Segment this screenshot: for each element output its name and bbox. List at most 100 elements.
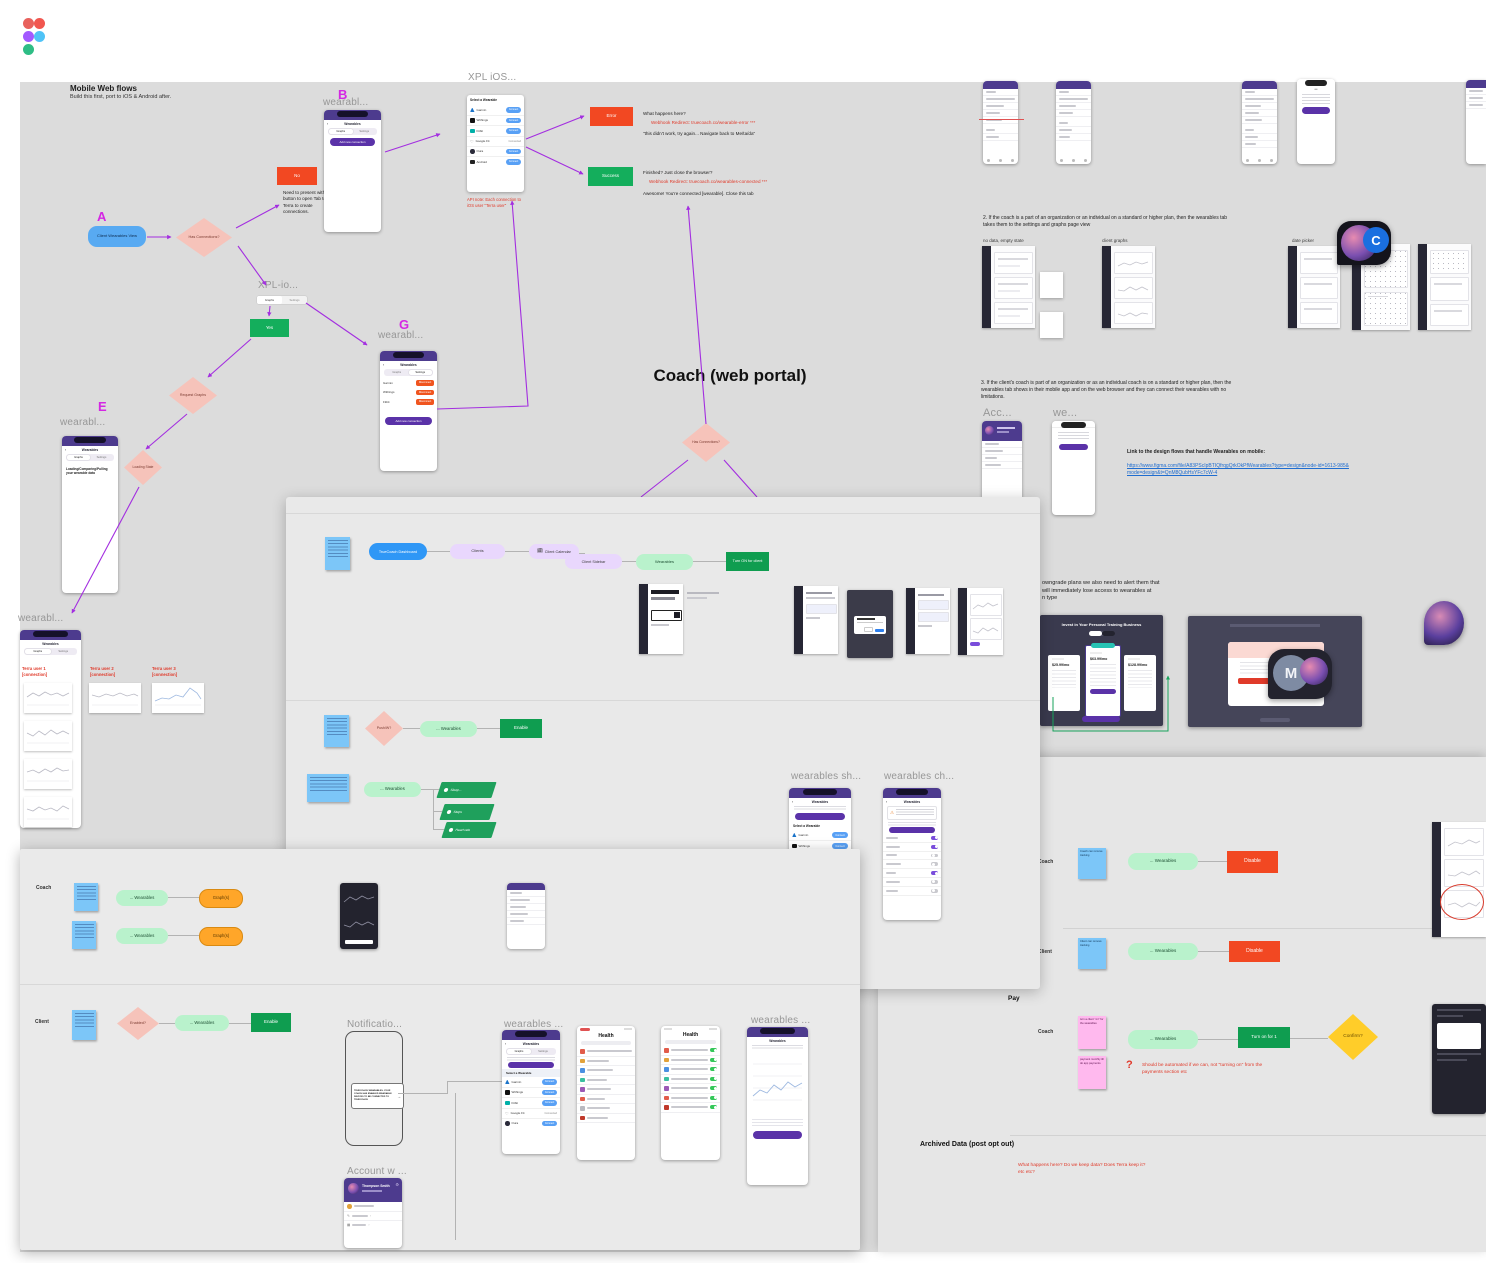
tab-graphs[interactable]: Graphs [507, 1049, 531, 1054]
toggle-on[interactable] [710, 1076, 717, 1081]
disconnect-button[interactable]: Disconnect [416, 380, 434, 386]
tab-settings[interactable]: Settings [289, 298, 300, 302]
billing-toggle[interactable] [1088, 631, 1115, 636]
node-wearables[interactable]: ... Wearables [175, 1015, 229, 1031]
toggle-off[interactable] [931, 853, 938, 858]
node-wearables[interactable]: ... Wearables [116, 928, 168, 944]
node-wearables[interactable]: ... Wearables [364, 782, 421, 797]
back-icon[interactable]: ‹ [383, 363, 385, 367]
node-wearables[interactable]: ... Wearables [116, 890, 168, 906]
tab-settings[interactable]: Settings [96, 456, 107, 459]
figma-link[interactable]: https://www.figma.com/file/A83PScIpBTIQf… [1127, 463, 1349, 476]
sticky-note[interactable] [307, 774, 349, 802]
view-graphs-button[interactable] [753, 1131, 802, 1139]
node-graphs[interactable]: Graph(s) [199, 927, 243, 946]
connect-button[interactable]: Connect [506, 117, 521, 123]
back-icon[interactable]: ‹ [65, 448, 67, 452]
node-wearables[interactable]: ... Wearables [1128, 1030, 1198, 1049]
add-connection-button[interactable]: Add new connection [330, 138, 375, 146]
tab-settings[interactable]: Settings [538, 1050, 548, 1053]
node-success[interactable]: Success [588, 167, 633, 186]
toggle-on[interactable] [931, 844, 938, 849]
disconnect-button[interactable]: Disconnect [416, 389, 434, 395]
phone-tabs[interactable]: Graphs Settings [384, 369, 433, 376]
node-wearables[interactable]: ... Wearables [420, 721, 477, 737]
cta-button[interactable] [1059, 444, 1088, 450]
toggle-on[interactable] [710, 1086, 717, 1091]
tab-settings[interactable]: Settings [359, 130, 370, 133]
node-clients[interactable]: Clients [450, 544, 505, 559]
tab-graphs[interactable]: Graphs [257, 296, 282, 304]
toggle-on[interactable] [710, 1048, 717, 1053]
connect-button[interactable]: Connect [542, 1089, 557, 1095]
modal-danger-button[interactable] [1238, 678, 1282, 684]
decision-enabled[interactable]: Enabled? [117, 1007, 159, 1040]
toggle-off[interactable] [931, 862, 938, 867]
tab-graphs[interactable]: Graphs [329, 129, 353, 134]
sticky-coach-remove[interactable]: Coach can remove tracking [1078, 848, 1106, 879]
node-client-sidebar[interactable]: Client Sidebar [565, 554, 622, 569]
choose-plan-button[interactable] [1090, 689, 1116, 694]
toggle-sleep[interactable]: Sleep... [436, 782, 497, 798]
node-wearables[interactable]: Wearables [636, 554, 693, 570]
sync-button[interactable] [508, 1062, 554, 1068]
phone-tabs[interactable]: Graphs Settings [328, 128, 377, 135]
toggle-off[interactable] [931, 879, 938, 884]
sticky-note[interactable] [72, 1010, 96, 1040]
sticky-note[interactable] [74, 883, 98, 911]
toggle-on[interactable] [710, 1067, 717, 1072]
toggle-on[interactable] [931, 871, 938, 875]
node-enable[interactable]: Enable [500, 719, 542, 738]
toggle-steps[interactable]: Steps [439, 804, 495, 820]
xplio-tabbar[interactable]: Graphs Settings [257, 296, 307, 304]
tab-settings[interactable]: Settings [58, 650, 69, 653]
node-yes[interactable]: Yes [250, 319, 289, 337]
node-disable-client[interactable]: Disable [1229, 941, 1280, 962]
connect-button[interactable]: Connect [506, 159, 521, 165]
toggle-off[interactable] [931, 888, 938, 893]
phone-tabs[interactable]: Graphs Settings [24, 648, 77, 655]
node-turn-on-for-client[interactable]: Turn ON for client [726, 552, 769, 571]
toggle-on[interactable] [931, 836, 938, 840]
node-wearables[interactable]: ... Wearables [1128, 853, 1198, 870]
tab-graphs[interactable]: Graphs [25, 649, 51, 654]
tab-graphs[interactable]: Graphs [392, 371, 402, 374]
sticky-note[interactable] [72, 921, 96, 949]
back-icon[interactable]: ‹ [792, 800, 794, 804]
node-no[interactable]: No [277, 167, 317, 185]
node-enable[interactable]: Enable [251, 1013, 291, 1032]
decision-confirm[interactable]: Confirm? [1328, 1014, 1378, 1060]
connect-button[interactable]: Connect [506, 148, 521, 154]
back-icon[interactable]: ‹ [327, 122, 329, 126]
connect-button[interactable]: Connect [832, 843, 848, 849]
decision-push[interactable]: Push/W? [365, 711, 403, 746]
sticky-note[interactable] [324, 715, 349, 747]
node-graphs[interactable]: Graph(s) [199, 889, 243, 908]
connect-button[interactable]: Connect [542, 1079, 557, 1085]
sync-button[interactable] [795, 813, 845, 820]
node-disable-coach[interactable]: Disable [1227, 851, 1278, 873]
sticky-note[interactable] [325, 537, 350, 570]
toggle-on[interactable] [710, 1105, 717, 1110]
sticky-payment[interactable]: payment monthly till do app payments [1078, 1056, 1106, 1089]
phone-tabs[interactable]: Graphs Settings [66, 454, 114, 461]
tab-graphs[interactable]: Graphs [67, 455, 90, 460]
add-connection-button[interactable]: Add new connection [385, 416, 432, 425]
node-client-wearables-view[interactable]: Client Wearables View [88, 226, 146, 247]
figma-logo-icon[interactable] [23, 18, 49, 58]
connect-button[interactable]: Connect [542, 1100, 557, 1106]
sticky-turn-on[interactable]: turn a client "on" for the wearables [1078, 1016, 1106, 1049]
back-icon[interactable]: ‹ [505, 1042, 507, 1046]
sticky-client-remove[interactable]: Client can remove tracking [1078, 938, 1106, 969]
node-turn-on[interactable]: Turn on for 1 [1238, 1027, 1290, 1048]
slide-cta-button[interactable] [1082, 716, 1120, 722]
connect-cta-button[interactable] [1302, 107, 1330, 114]
node-error[interactable]: Error [590, 107, 633, 126]
gear-icon[interactable]: ⚙ [395, 1182, 399, 1187]
disconnect-button[interactable]: Disconnect [416, 399, 434, 405]
connect-button[interactable]: Connect [506, 107, 521, 113]
connect-button[interactable]: Connect [832, 832, 848, 838]
connect-button[interactable]: Connect [506, 128, 521, 134]
toggle-heart-rate[interactable]: Heart rate [441, 822, 497, 838]
toggle-on[interactable] [710, 1057, 717, 1062]
